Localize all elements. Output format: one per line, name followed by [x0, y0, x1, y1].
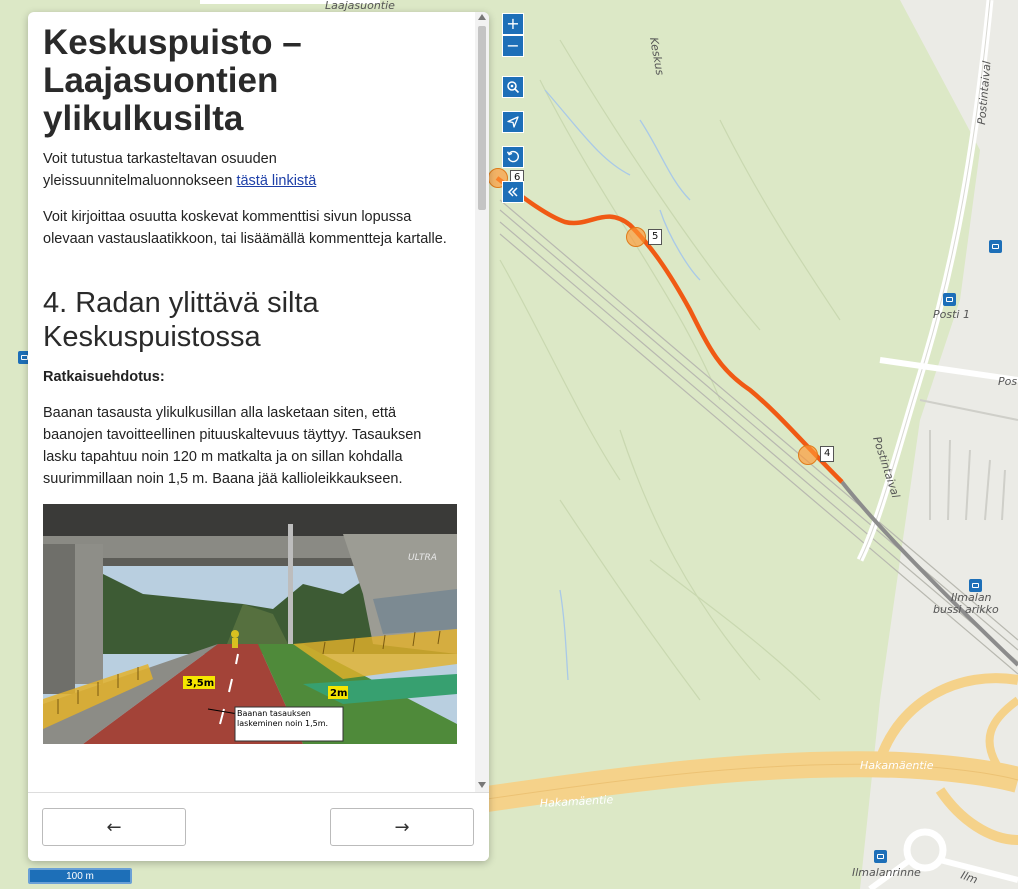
- rotate-icon: [506, 150, 519, 163]
- solution-paragraph: Baanan tasausta ylikulkusillan alla lask…: [43, 405, 422, 487]
- magnifier-icon: [507, 81, 520, 94]
- reset-view-button[interactable]: [502, 146, 524, 168]
- section-title: 4. Radan ylittävä silta Keskuspuistossa: [43, 287, 319, 353]
- bus-stop-icon[interactable]: [18, 351, 31, 364]
- scroll-up-arrow-icon[interactable]: [478, 14, 486, 20]
- page-title: Keskuspuisto – Laajasuontien ylikulkusil…: [43, 23, 302, 138]
- scale-bar: 100 m: [28, 868, 132, 884]
- navigation-arrow-icon: [507, 116, 519, 128]
- solution-label: Ratkaisuehdotus:: [43, 369, 165, 385]
- photo-label-width-1: 3,5m: [186, 678, 214, 689]
- info-panel: Keskuspuisto – Laajasuontien ylikulkusil…: [28, 12, 489, 861]
- previous-button[interactable]: ←: [42, 808, 186, 846]
- panel-scrollbar[interactable]: [475, 12, 489, 792]
- zoom-controls: + −: [502, 13, 524, 57]
- next-button[interactable]: →: [330, 808, 474, 846]
- collapse-panel-button[interactable]: [502, 181, 524, 203]
- route-marker-label-4[interactable]: 4: [820, 446, 835, 462]
- map-label-ilm: Ilm: [959, 869, 979, 887]
- intro-paragraph: Voit tutustua tarkasteltavan osuuden yle…: [43, 148, 459, 192]
- locate-button[interactable]: [502, 111, 524, 133]
- map-label-laajasuontie: Laajasuontie: [325, 0, 395, 12]
- panel-footer: ← →: [28, 792, 489, 861]
- route-marker-label-5[interactable]: 5: [648, 229, 663, 245]
- bus-stop-icon[interactable]: [969, 579, 982, 592]
- photo-label-width-2: 2m: [330, 688, 347, 699]
- underpass-photo[interactable]: ULTRA: [43, 504, 457, 744]
- map-label-ilmalanrinne: Ilmalanrinne: [852, 866, 921, 879]
- intro-text: Voit tutustua tarkasteltavan osuuden yle…: [43, 151, 277, 189]
- plan-link[interactable]: tästä linkistä: [236, 173, 317, 189]
- zoom-to-extent-button[interactable]: [502, 76, 524, 98]
- bus-stop-icon[interactable]: [874, 850, 887, 863]
- photo-caption: Baanan tasauksen laskeminen noin 1,5m.: [237, 709, 329, 728]
- scroll-thumb[interactable]: [478, 26, 486, 210]
- road-label-hakamaentie-left: Hakamäentie: [539, 793, 613, 810]
- map-label-postintaival-top: Postintaival: [975, 61, 994, 126]
- bus-stop-icon[interactable]: [989, 240, 1002, 253]
- map-label-posti1: Posti 1: [933, 308, 970, 321]
- double-chevron-left-icon: [507, 187, 518, 197]
- route-marker-dot-5[interactable]: [626, 227, 646, 247]
- map-label-ilmalan: Ilmalan: [951, 591, 992, 604]
- road-label-hakamaentie-right: Hakamäentie: [860, 759, 934, 772]
- photo-sign-text: ULTRA: [408, 553, 437, 563]
- panel-scroll-area[interactable]: Keskuspuisto – Laajasuontien ylikulkusil…: [28, 12, 489, 792]
- bus-stop-icon[interactable]: [943, 293, 956, 306]
- map-label-bussiterminaali: bussi arikko: [933, 603, 999, 616]
- zoom-out-button[interactable]: −: [502, 35, 524, 57]
- scroll-down-arrow-icon[interactable]: [478, 782, 486, 788]
- map-label-pos: Pos: [998, 375, 1017, 388]
- zoom-in-button[interactable]: +: [502, 13, 524, 35]
- comment-paragraph: Voit kirjoittaa osuutta koskevat komment…: [43, 209, 447, 247]
- route-marker-dot-4[interactable]: [798, 445, 818, 465]
